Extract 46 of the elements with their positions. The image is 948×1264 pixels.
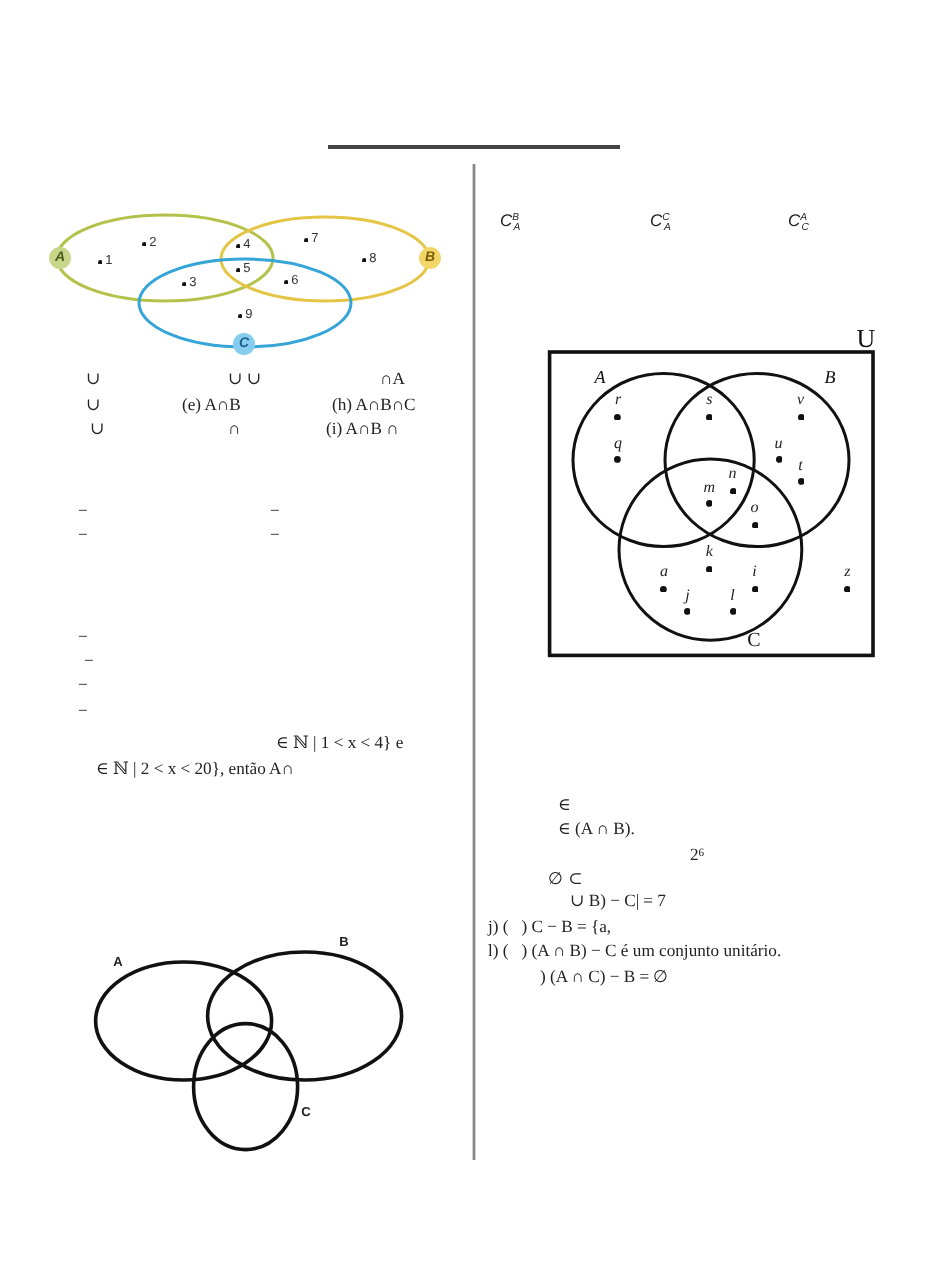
element-label: z [844, 564, 851, 581]
element-label: k [705, 544, 713, 560]
element-label: n [728, 466, 737, 482]
set-definition: ∈ ℕ | 1 < x < 4} e [276, 734, 404, 754]
math-expression: ∩A [380, 370, 405, 390]
power-expression: 2$^{6}$ [690, 846, 705, 866]
set-definition: ∈ ℕ | 2 < x < 20}, então A∩ [96, 760, 294, 780]
true-false-item: j) ( ) C − B = {a, [488, 917, 612, 937]
minus-sign: − [78, 502, 88, 522]
minus-sign: − [270, 526, 280, 546]
element-label: v [797, 392, 805, 408]
minus-sign: − [270, 502, 280, 522]
true-false-item: l) ( ) (A ∩ B) − C é um conjunto unitário. [488, 942, 782, 962]
minus-sign: − [78, 628, 88, 648]
set-label: C [747, 631, 761, 652]
math-symbol: ∪ [86, 370, 101, 390]
set-label: U [856, 325, 876, 351]
minus-sign: − [78, 702, 88, 722]
minus-sign: − [84, 652, 94, 672]
element-label: q [614, 435, 622, 452]
exercise-item: (i) A∩B ∩ [326, 420, 399, 440]
math-expression: ∪ ∪ [228, 370, 262, 390]
math-expression: ∅ ⊂ [548, 869, 583, 889]
minus-sign: − [78, 526, 88, 546]
set-label: A [594, 369, 606, 387]
element-label: o [750, 500, 759, 517]
element-label: s [706, 392, 713, 408]
true-false-item: ) (A ∩ C) − B = ∅ [540, 967, 670, 987]
math-symbol: ∪ [90, 420, 105, 440]
math-symbol: ∩ [228, 420, 241, 440]
element-label: t [798, 457, 803, 474]
math-symbol: ∈ [558, 796, 571, 816]
exercise-item: (e) A∩B [182, 396, 241, 416]
element-label: a [660, 564, 668, 581]
math-symbol: ∪ [86, 396, 101, 416]
minus-sign: − [78, 676, 88, 696]
element-label: l [730, 587, 735, 604]
math-expression: ∪ B) − C| = 7 [570, 892, 666, 912]
element-label: j [685, 587, 690, 604]
math-expression: ∈ (A ∩ B). [558, 820, 635, 840]
element-label: m [703, 479, 716, 496]
exercise-item: (h) A∩B∩C [332, 396, 416, 416]
element-label: r [614, 392, 622, 408]
element-label: i [752, 564, 757, 581]
set-label: B [824, 369, 836, 387]
element-label: u [774, 435, 783, 452]
